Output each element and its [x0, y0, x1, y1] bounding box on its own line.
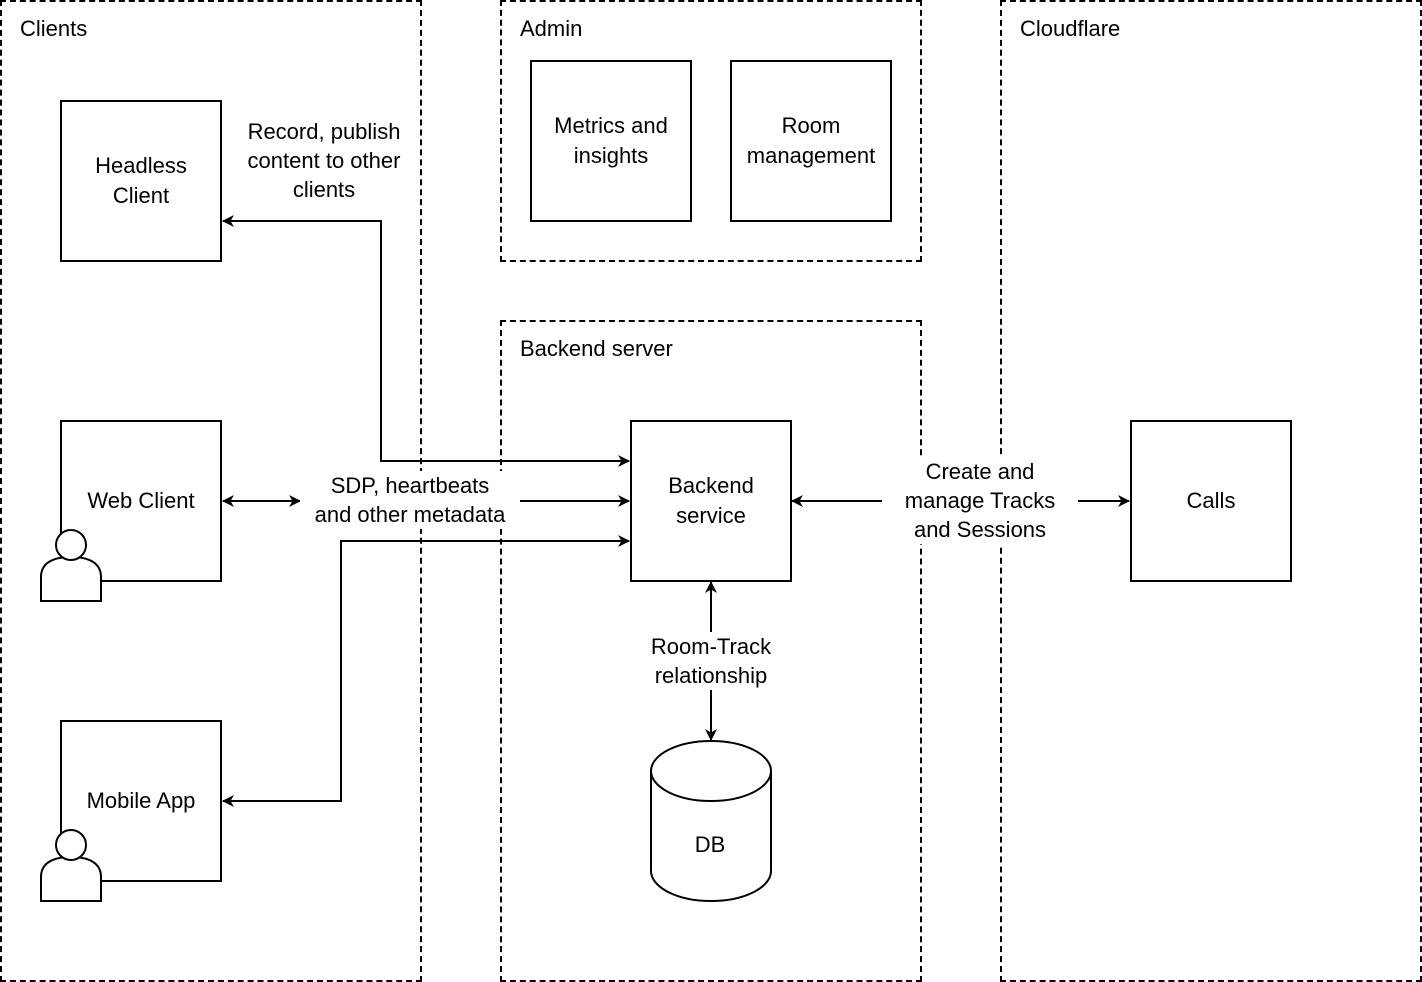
edge-backend-headless-client — [222, 215, 630, 467]
db-label: DB — [694, 832, 726, 857]
room-track-label: Room-Track relationship — [630, 632, 792, 690]
admin-group-title: Admin — [520, 16, 583, 41]
web-user-icon — [40, 529, 102, 602]
record-publish-text: Record, publish content to other clients — [247, 119, 401, 202]
mobile-app-node: Mobile App — [60, 720, 222, 882]
admin-group — [500, 0, 922, 262]
create-manage-text: Create and manage Tracks and Sessions — [904, 459, 1056, 542]
cloudflare-group-title: Cloudflare — [1020, 16, 1121, 41]
backend-service-node: Backend service — [630, 420, 792, 582]
clients-group-title: Clients — [20, 16, 88, 41]
create-manage-label: Create and manage Tracks and Sessions — [882, 457, 1078, 544]
mobile-user-icon — [40, 829, 102, 902]
db-cylinder-icon — [650, 740, 772, 902]
edge-backend-mobile-app — [222, 535, 630, 807]
calls-node: Calls — [1130, 420, 1292, 582]
sdp-metadata-text: SDP, heartbeats and other metadata — [314, 473, 506, 527]
room-track-text: Room-Track relationship — [650, 634, 772, 688]
sdp-metadata-label: SDP, heartbeats and other metadata — [300, 471, 520, 529]
room-management-node: Room management — [730, 60, 892, 222]
headless-client-node: Headless Client — [60, 100, 222, 262]
metrics-and-insights-node: Metrics and insights — [530, 60, 692, 222]
web-client-node: Web Client — [60, 420, 222, 582]
record-publish-label: Record, publish content to other clients — [232, 117, 416, 204]
